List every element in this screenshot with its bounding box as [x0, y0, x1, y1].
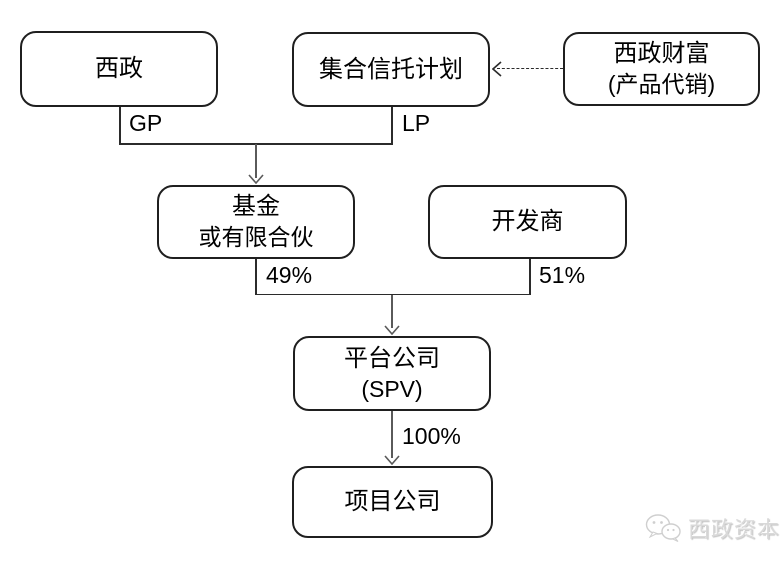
edge-label-gp: GP	[129, 110, 163, 136]
node-fund-label-line1: 基金	[232, 193, 280, 220]
edge-wealth-to-trust-dashed-line	[497, 68, 563, 69]
wechat-icon	[645, 514, 681, 542]
arrowhead-down-to-fund	[248, 174, 264, 184]
node-xizheng-wealth-label-line1: 西政财富	[613, 40, 710, 67]
node-trust-plan-label: 集合信托计划	[319, 55, 463, 83]
node-platform-spv: 平台公司 (SPV)	[293, 336, 491, 411]
edge-gp-drop-line	[119, 107, 121, 144]
node-spv-label-line2: (SPV)	[361, 375, 423, 402]
edge-lp-drop-line	[391, 107, 393, 144]
edge-arrow-to-fund-stem	[255, 144, 257, 178]
edge-fund-share-drop-line	[255, 259, 257, 295]
watermark-text: 西政资本	[688, 517, 781, 542]
node-xizheng: 西政	[20, 31, 218, 107]
node-xizheng-wealth: 西政财富 (产品代销)	[563, 32, 760, 106]
edge-label-developer-share: 51%	[539, 262, 586, 288]
edge-arrow-to-spv-stem	[391, 295, 393, 328]
node-project-company: 项目公司	[292, 466, 493, 538]
edge-gp-lp-merge-line	[119, 143, 393, 145]
arrowhead-down-to-project	[384, 455, 400, 465]
edge-arrow-to-project-stem	[391, 411, 393, 458]
arrowhead-down-to-spv	[384, 325, 400, 335]
node-xizheng-wealth-label-line2: (产品代销)	[607, 71, 716, 97]
node-developer: 开发商	[428, 185, 627, 259]
edge-share-merge-line	[255, 293, 531, 295]
edge-label-spv-share: 100%	[402, 423, 461, 449]
edge-label-fund-share: 49%	[266, 262, 313, 288]
node-fund-or-lp: 基金 或有限合伙	[157, 185, 355, 259]
edge-developer-share-drop-line	[529, 259, 531, 295]
node-project-label: 项目公司	[344, 488, 441, 515]
watermark: 西政资本	[645, 512, 780, 544]
node-xizheng-label: 西政	[95, 55, 143, 82]
node-developer-label: 开发商	[491, 208, 564, 235]
node-trust-plan: 集合信托计划	[292, 32, 490, 107]
node-fund-label-line2: 或有限合伙	[198, 224, 314, 250]
arrowhead-left-to-trust	[492, 61, 502, 77]
edge-label-lp: LP	[402, 110, 431, 136]
node-spv-label-line1: 平台公司	[344, 344, 440, 372]
